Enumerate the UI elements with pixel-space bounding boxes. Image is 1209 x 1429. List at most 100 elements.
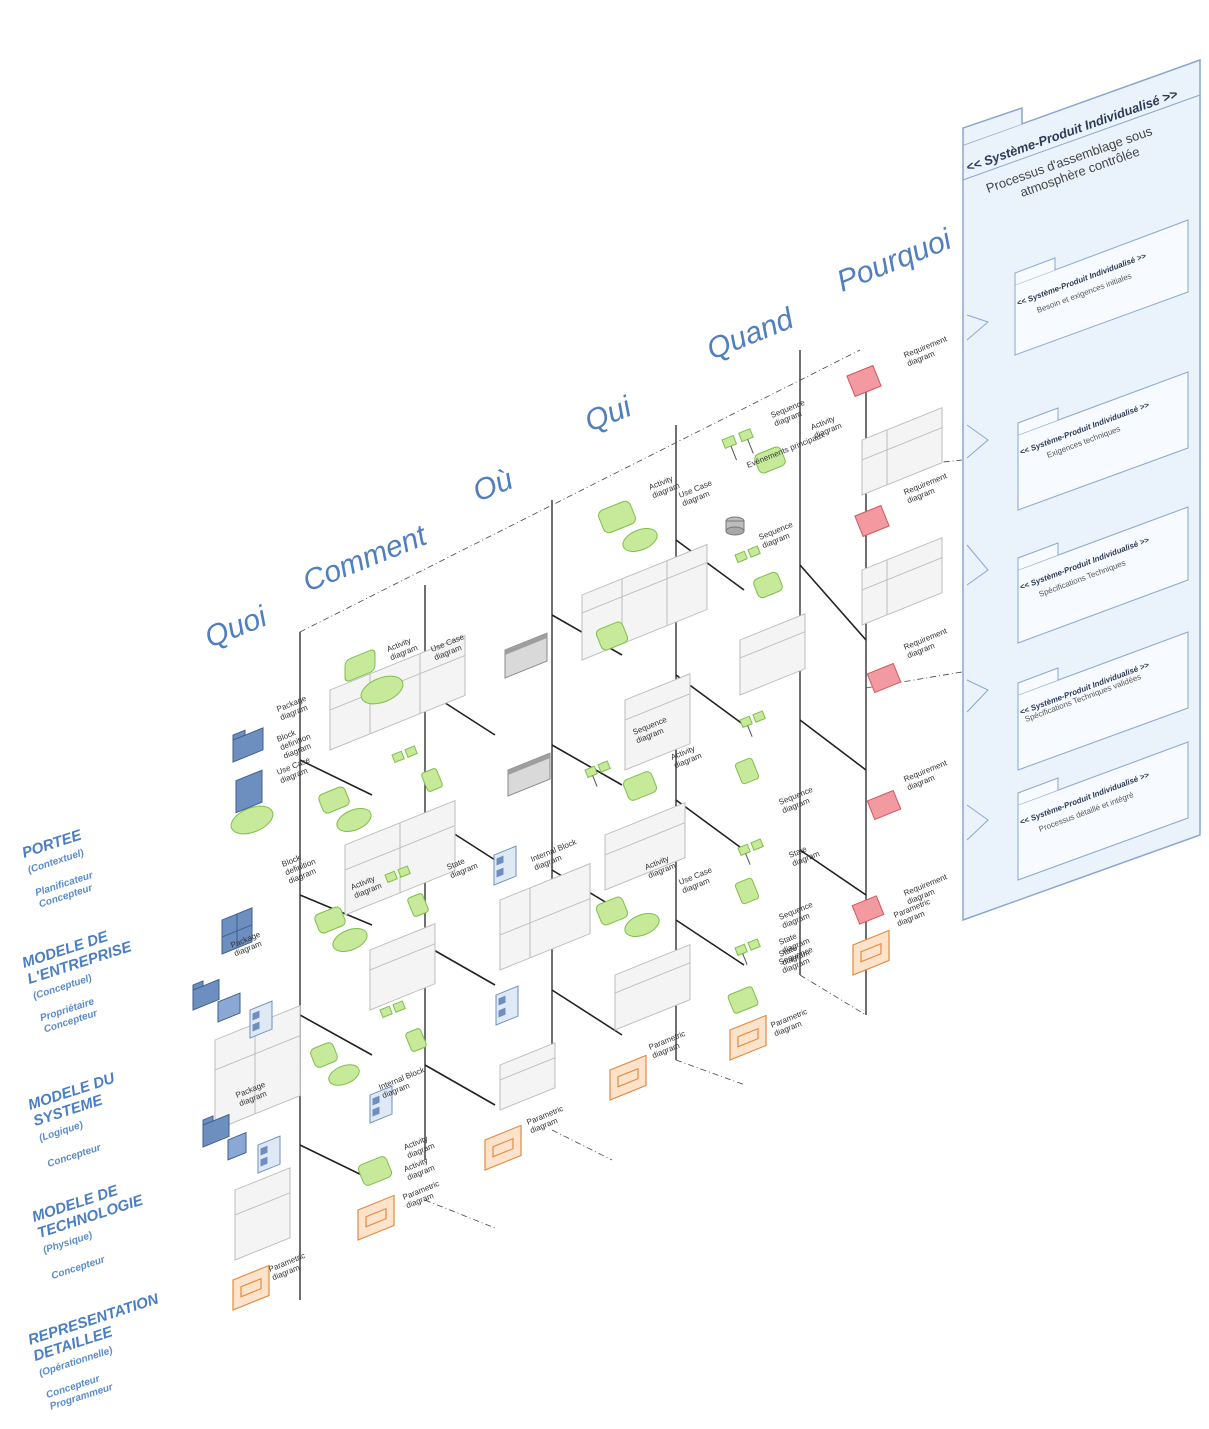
- internal-block-icons: [249, 845, 519, 1174]
- thumbnail: [739, 613, 806, 696]
- sequence-diagram-icon: [734, 938, 761, 965]
- use-case-diagram-icon: [622, 528, 658, 552]
- diagram-type-label: Blockdefinitiondiagram: [275, 724, 315, 761]
- column-title-pourquoi: Pourquoi: [832, 222, 957, 298]
- parametric-diagram-icon: [852, 929, 890, 976]
- thumbnail: [604, 801, 686, 891]
- diagram-type-label: Activitydiagram: [402, 1133, 436, 1161]
- state-diagram-icon: [407, 893, 429, 917]
- sequence-diagram-icon: [734, 545, 761, 564]
- sequence-diagram-icons: [379, 428, 766, 1019]
- diagram-type-label: Packagediagram: [275, 694, 311, 723]
- diagram-type-label: Parametricdiagram: [267, 1251, 310, 1282]
- panel-chevrons: [966, 314, 989, 841]
- requirement-diagram-icon: [866, 789, 902, 821]
- thumbnail: [344, 799, 456, 916]
- block-definition-icon: [235, 769, 263, 814]
- window-icon: [504, 632, 548, 679]
- diagram-type-label: Requirementdiagram: [902, 626, 952, 660]
- internal-block-icon: [495, 985, 519, 1026]
- diagram-type-label: Parametricdiagram: [525, 1104, 568, 1135]
- chevron-right-icon: [966, 424, 989, 459]
- parametric-diagram-icon: [357, 1194, 395, 1241]
- connector-line: [424, 1064, 496, 1106]
- sequence-diagram-icon: [739, 710, 766, 737]
- row-title-portee: PORTEE (Contextuel) Planificateur Concep…: [20, 826, 95, 910]
- column-titles: Quoi Comment Où Qui Quand Pourquoi: [200, 222, 957, 654]
- use-case-diagram-icon: [332, 928, 368, 952]
- package-diagram-icon: [217, 992, 241, 1023]
- internal-block-icon: [257, 1135, 281, 1174]
- activity-diagram-icon: [753, 571, 783, 599]
- row-title-modele-systeme: MODELE DU SYSTEME (Logique) Concepteur: [26, 1069, 118, 1170]
- thumbnail: [614, 943, 691, 1031]
- parametric-icons: [232, 929, 890, 1311]
- row-title-representation-detaillee: REPRESENTATION DETAILLEE (Opérationnelle…: [26, 1290, 162, 1412]
- diagram-type-label: Use Casediagram: [677, 478, 717, 508]
- database-icon: [725, 516, 745, 536]
- use-case-diagram-icon: [624, 913, 660, 937]
- green-diagram-icons: [230, 446, 786, 1186]
- parametric-diagram-icon: [729, 1014, 767, 1061]
- thumbnail: [499, 1042, 556, 1111]
- diagram-type-label: Requirementdiagram: [902, 334, 952, 368]
- guide-line: [424, 1199, 496, 1229]
- connector-line: [799, 564, 867, 641]
- window-icon: [507, 752, 551, 797]
- activity-diagram-icon: [344, 649, 376, 682]
- diagram-type-label: Requirementdiagram: [902, 471, 952, 505]
- connector-line: [551, 989, 623, 1036]
- connector-line: [299, 1014, 373, 1056]
- guide-line: [675, 1059, 746, 1086]
- connector-line: [424, 944, 496, 986]
- activity-diagram-icon: [314, 906, 346, 934]
- state-diagram-icon: [734, 757, 760, 785]
- diagram-type-label-line: Evénements principaux: [745, 430, 825, 469]
- requirement-diagram-icon: [866, 662, 902, 694]
- sequence-diagram-icon: [379, 1000, 406, 1019]
- state-diagram-icon: [421, 768, 443, 792]
- column-title-comment: Comment: [298, 519, 432, 599]
- connector-line: [675, 919, 745, 966]
- chevron-right-icon: [966, 544, 989, 586]
- diagram-type-label: Use Casediagram: [275, 755, 315, 785]
- use-case-diagram-icon: [360, 675, 404, 705]
- diagram-type-label: Requirementdiagram: [902, 758, 952, 792]
- activity-diagram-icon: [318, 786, 350, 814]
- guide-line: [299, 349, 861, 633]
- chevron-right-icon: [966, 804, 989, 841]
- parametric-diagram-icon: [232, 1264, 270, 1311]
- column-title-qui: Qui: [580, 390, 637, 439]
- panel-divider: [962, 94, 1201, 181]
- connector-line: [675, 539, 745, 591]
- connector-line: [675, 799, 745, 851]
- block-definition-icon: [221, 907, 253, 955]
- requirement-diagram-icon: [846, 364, 882, 398]
- state-diagram-icon: [727, 986, 759, 1014]
- diagram-type-label: Parametricdiagram: [769, 1007, 812, 1038]
- diagram-type-label: Statediagram: [787, 841, 821, 869]
- diagram-type-label: Parametricdiagram: [401, 1179, 444, 1210]
- diagram-type-label: Use Casediagram: [677, 865, 717, 895]
- column-title-ou: Où: [468, 463, 518, 509]
- activity-diagram-icon: [595, 621, 629, 651]
- diagram-type-label: Parametricdiagram: [647, 1029, 690, 1060]
- row-title-modele-entreprise: MODELE DE L'ENTREPRISE (Conceptuel) Prop…: [20, 928, 135, 1036]
- use-case-diagram-icon: [336, 808, 372, 832]
- thumbnail: [861, 406, 943, 496]
- diagram-type-label: Internal Blockdiagram: [377, 1065, 430, 1100]
- thumbnail: [369, 923, 436, 1011]
- thumbnail: [624, 673, 691, 771]
- diagram-thumbnails: [214, 406, 943, 1261]
- row-role: Concepteur: [46, 1142, 103, 1170]
- blue-diagram-icons: [192, 727, 264, 1161]
- row-title-modele-technologie: MODELE DE TECHNOLOGIE (Physique) Concept…: [30, 1182, 146, 1282]
- sequence-diagram-icon: [584, 760, 611, 787]
- internal-block-icon: [249, 1000, 273, 1039]
- sequence-diagram-icon: [391, 745, 418, 764]
- activity-diagram-icon: [622, 771, 658, 801]
- row-titles: PORTEE (Contextuel) Planificateur Concep…: [20, 826, 162, 1412]
- diagram-type-label: Internal Blockdiagram: [529, 837, 582, 872]
- chevron-right-icon: [966, 314, 989, 341]
- diagram-type-label: Evénements principaux: [745, 430, 825, 469]
